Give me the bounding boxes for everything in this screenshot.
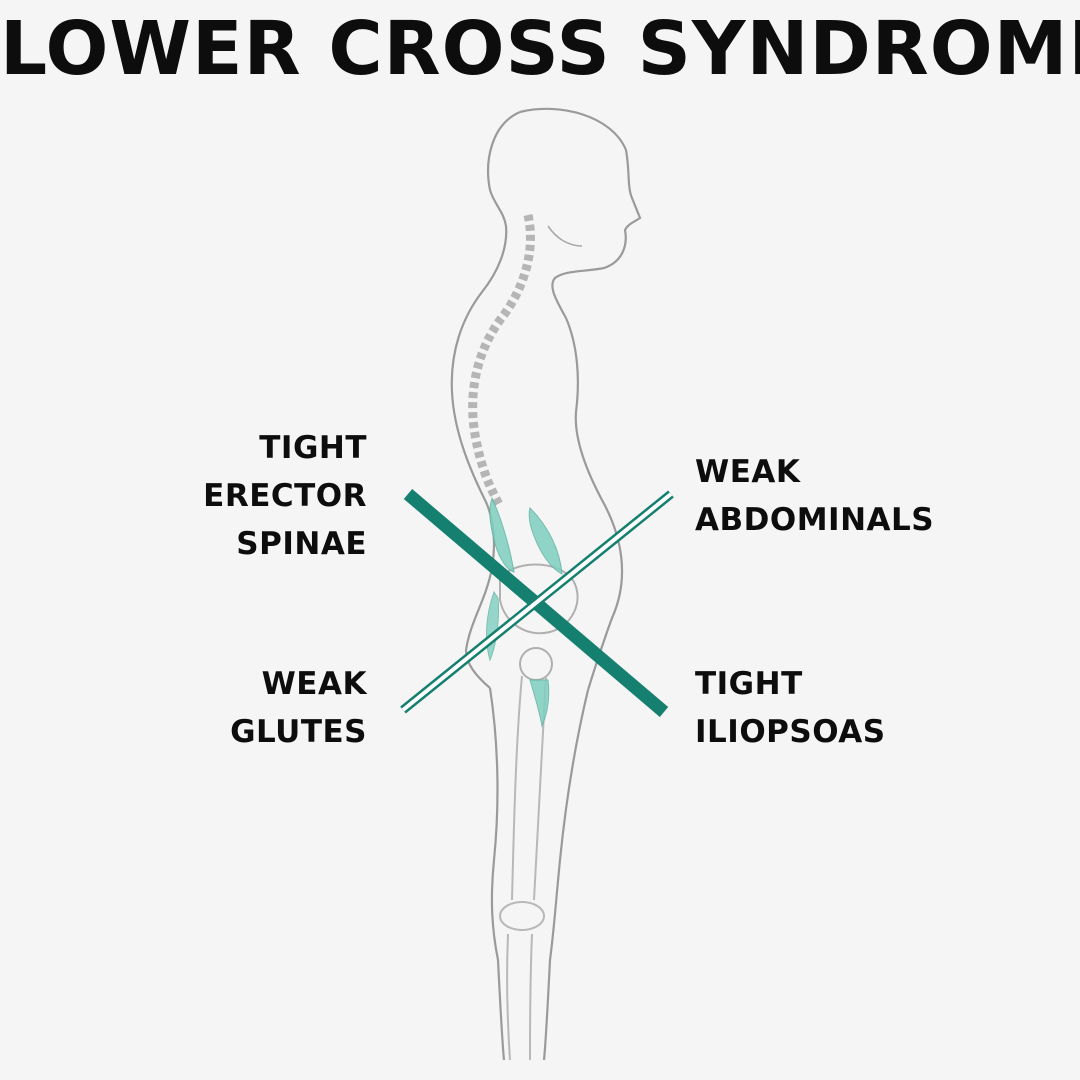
- abdominal-muscle: [528, 507, 563, 575]
- knee-joint: [499, 901, 545, 931]
- head-back-outline: [481, 110, 521, 293]
- label-line: TIGHT: [695, 666, 803, 702]
- label-line: ERECTOR: [203, 478, 367, 514]
- label-line: WEAK: [261, 666, 367, 702]
- page-title: LOWER CROSS SYNDROME: [0, 6, 1080, 92]
- weak-cross-bar-inner: [401, 492, 673, 712]
- label-weak-glutes: WEAK GLUTES: [230, 660, 367, 756]
- label-weak-abdominals: WEAK ABDOMINALS: [695, 448, 934, 544]
- label-line: ILIOPSOAS: [695, 714, 886, 750]
- hip-joint: [519, 647, 553, 681]
- label-tight-erector-spinae: TIGHT ERECTOR SPINAE: [203, 424, 367, 568]
- erector-spinae-muscle: [489, 496, 515, 573]
- label-line: SPINAE: [236, 526, 367, 562]
- gluteal-muscle: [486, 590, 499, 662]
- label-line: GLUTES: [230, 714, 367, 750]
- back-leg-outline: [488, 687, 506, 1061]
- front-leg-outline: [542, 689, 590, 1061]
- label-line: TIGHT: [259, 430, 367, 466]
- tibia: [506, 933, 533, 1061]
- spine: [468, 213, 535, 509]
- iliopsoas-muscle: [529, 679, 550, 728]
- label-line: WEAK: [695, 454, 801, 490]
- label-line: ABDOMINALS: [695, 502, 935, 538]
- ear-outline: [547, 225, 583, 247]
- front-outline: [564, 317, 624, 691]
- head-outline: [519, 107, 642, 319]
- label-tight-iliopsoas: TIGHT ILIOPSOAS: [695, 660, 886, 756]
